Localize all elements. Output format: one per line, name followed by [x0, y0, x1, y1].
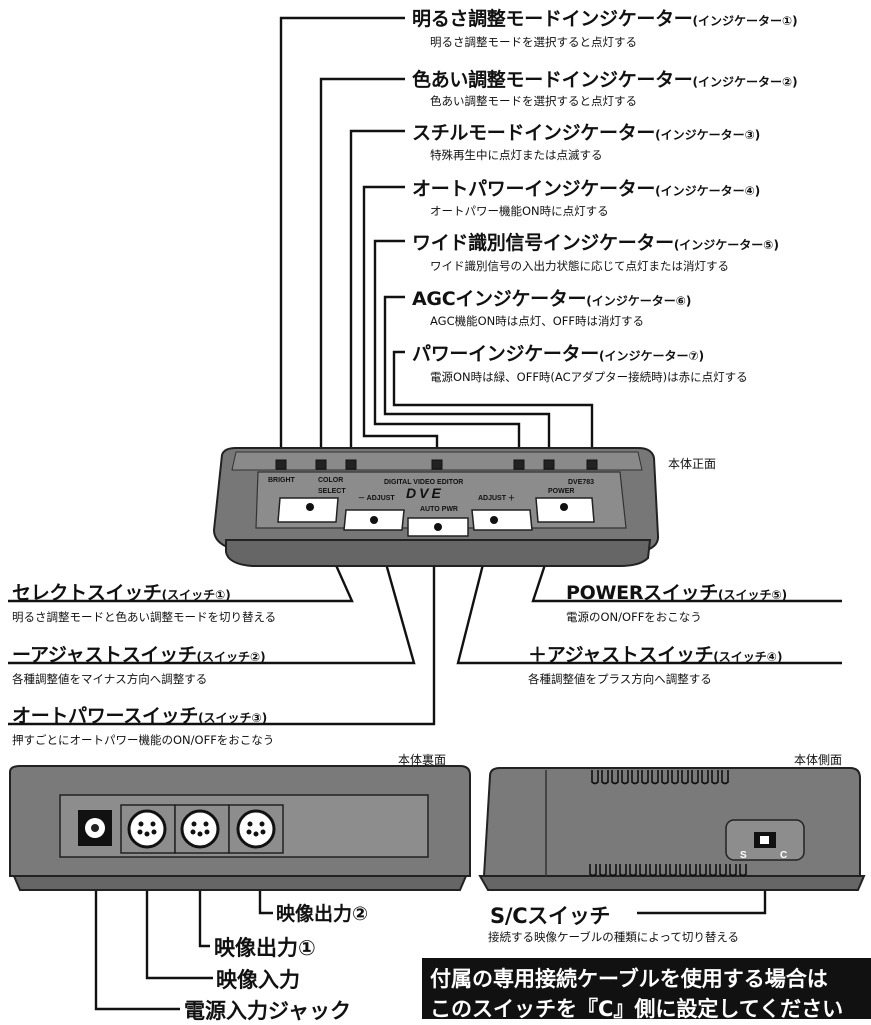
vent-slot: [691, 770, 699, 785]
device-side: S C: [478, 767, 866, 891]
vent-slot: [629, 864, 637, 877]
vent-slot: [671, 770, 679, 785]
vent-slot: [709, 864, 717, 877]
vent-slot: [739, 864, 747, 877]
leader-switch-3: [8, 521, 436, 726]
vent-slot: [661, 770, 669, 785]
vent-slot: [719, 864, 727, 877]
vent-slot: [619, 864, 627, 877]
sc-switch-title: S/Cスイッチ: [490, 904, 611, 928]
switch-3-desc: 押すごとにオートパワー機能のON/OFFをおこなう: [12, 733, 275, 747]
device-brand-small: DIGITAL VIDEO EDITOR: [384, 479, 463, 486]
indicator-2-title: 色あい調整モードインジケーター(インジケーター②): [412, 69, 798, 91]
plus-button-shape: [471, 509, 533, 531]
leader-indicator-4: [362, 185, 439, 463]
back-caption: 本体裏面: [398, 753, 447, 767]
leader-switch-2: [8, 520, 416, 665]
vent-slot: [591, 770, 599, 785]
indicator-6-desc: AGC機能ON時は点灯、OFF時は消灯する: [430, 314, 645, 328]
switch-5-desc: 電源のON/OFFをおこなう: [566, 610, 702, 624]
device-back: [9, 765, 471, 891]
vent-slot: [699, 864, 707, 877]
side-label-s: S: [740, 850, 747, 861]
indicator-3-desc: 特殊再生中に点灯または点滅する: [430, 148, 603, 162]
switch-2-desc: 各種調整値をマイナス方向へ調整する: [12, 672, 208, 686]
device-label-adjust-plus: ADJUST ＋: [478, 494, 515, 502]
vent-slot: [621, 770, 629, 785]
vent-slot: [721, 770, 729, 785]
vent-slot: [641, 770, 649, 785]
vent-slot: [611, 770, 619, 785]
vent-slot: [649, 864, 657, 877]
notice-box: 付属の専用接続ケーブルを使用する場合は このスイッチを『C』側に設定してください: [422, 958, 871, 1019]
vent-slot: [601, 770, 609, 785]
leader-indicator-1: [279, 16, 405, 463]
switch-4-title: ＋アジャストスイッチ(スイッチ④): [528, 644, 783, 666]
notice-line-1: 付属の専用接続ケーブルを使用する場合は: [430, 967, 828, 991]
device-front: BRIGHT COLOR SELECT － ADJUST ADJUST ＋ AU…: [212, 447, 660, 567]
leader-switch-4: [456, 520, 842, 665]
indicator-2-desc: 色あい調整モードを選択すると点灯する: [430, 94, 637, 108]
device-label-adjust-minus: － ADJUST: [358, 495, 395, 502]
switch-1-desc: 明るさ調整モードと色あい調整モードを切り替える: [12, 610, 277, 624]
switch-5-title: POWERスイッチ(スイッチ⑤): [566, 582, 788, 604]
switch-2-title: ーアジャストスイッチ(スイッチ②): [12, 644, 266, 666]
vent-slot: [659, 864, 667, 877]
port-out2-label: 映像出力②: [276, 903, 369, 925]
indicator-3-title: スチルモードインジケーター(インジケーター③): [412, 122, 761, 144]
side-label-c: C: [780, 850, 787, 861]
indicator-1-desc: 明るさ調整モードを選択すると点灯する: [430, 35, 637, 49]
indicator-7-title: パワーインジケーター(インジケーター⑦): [412, 343, 705, 365]
indicator-6-title: AGCインジケーター(インジケーター⑥): [412, 288, 692, 310]
vent-slot: [589, 864, 597, 877]
vent-slot: [669, 864, 677, 877]
indicator-5-title: ワイド識別信号インジケーター(インジケーター⑤): [412, 232, 779, 254]
vent-slot: [631, 770, 639, 785]
vent-slot: [679, 864, 687, 877]
indicator-1-title: 明るさ調整モードインジケーター(インジケーター①): [412, 8, 798, 30]
device-label-bright: BRIGHT: [268, 477, 296, 484]
leader-indicator-2: [319, 77, 405, 463]
vent-slot: [639, 864, 647, 877]
port-in-label: 映像入力: [216, 968, 300, 992]
sc-switch-desc: 接続する映像ケーブルの種類によって切り替える: [488, 930, 740, 944]
vent-slot: [681, 770, 689, 785]
switch-1-title: セレクトスイッチ(スイッチ①): [12, 582, 231, 604]
indicator-4-title: オートパワーインジケーター(インジケーター④): [412, 178, 761, 200]
device-label-color: COLOR: [318, 477, 343, 484]
notice-line-2: このスイッチを『C』側に設定してください: [430, 997, 844, 1019]
leader-indicator-6: [383, 295, 551, 463]
side-caption: 本体側面: [794, 753, 843, 767]
port-power-jack-label: 電源入力ジャック: [184, 999, 351, 1023]
vent-slot: [599, 864, 607, 877]
device-logo: DVE: [406, 485, 444, 501]
vent-slot: [701, 770, 709, 785]
port-out1-label: 映像出力①: [214, 936, 316, 960]
vent-slot: [711, 770, 719, 785]
vent-slot: [729, 864, 737, 877]
leader-indicator-3: [349, 129, 405, 463]
vent-slot: [609, 864, 617, 877]
vent-slot: [651, 770, 659, 785]
indicator-4-desc: オートパワー機能ON時に点灯する: [430, 204, 609, 218]
leader-indicator-7: [392, 350, 594, 463]
vent-slot: [689, 864, 697, 877]
device-label-power: POWER: [548, 488, 574, 495]
leader-indicator-5: [373, 239, 521, 463]
indicator-7-desc: 電源ON時は緑、OFF時(ACアダプター接続時)は赤に点灯する: [430, 370, 748, 384]
device-model: DVE783: [568, 479, 594, 486]
device-label-auto-pwr: AUTO PWR: [420, 506, 458, 513]
switch-3-title: オートパワースイッチ(スイッチ③): [12, 705, 268, 727]
front-caption: 本体正面: [668, 457, 717, 471]
switch-4-desc: 各種調整値をプラス方向へ調整する: [528, 672, 712, 686]
indicator-5-desc: ワイド識別信号の入出力状態に応じて点灯または消灯する: [430, 259, 729, 273]
device-label-select: SELECT: [318, 488, 346, 495]
